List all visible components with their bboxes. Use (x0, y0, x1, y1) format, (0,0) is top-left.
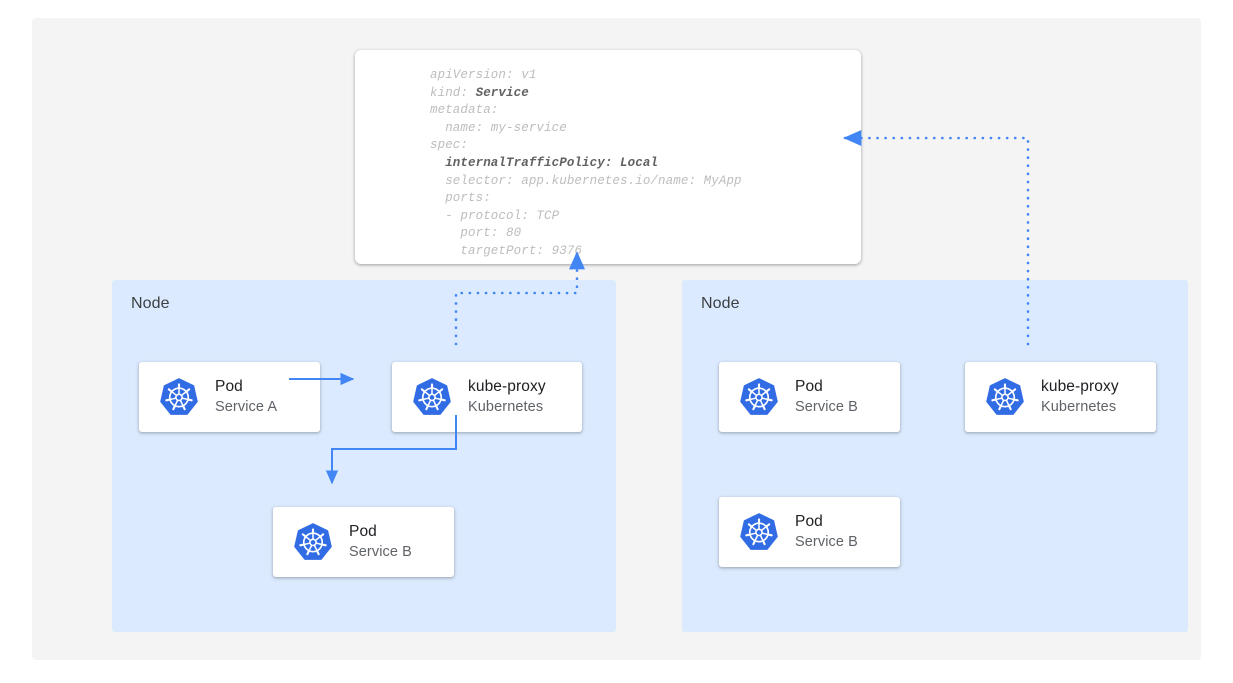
card-text: kube-proxy Kubernetes (1041, 376, 1119, 418)
card-pod-service-a[interactable]: Pod Service A (139, 362, 320, 432)
node-panel-right: Node (682, 280, 1188, 632)
card-title: Pod (795, 378, 823, 395)
card-pod-service-b-right-bottom[interactable]: Pod Service B (719, 497, 900, 567)
card-subtitle: Service A (215, 399, 278, 415)
card-kube-proxy-left[interactable]: kube-proxy Kubernetes (392, 362, 582, 432)
kubernetes-icon (158, 376, 200, 418)
card-title: kube-proxy (1041, 378, 1119, 395)
card-title: kube-proxy (468, 378, 546, 395)
card-kube-proxy-right[interactable]: kube-proxy Kubernetes (965, 362, 1156, 432)
kubernetes-icon (738, 376, 780, 418)
card-subtitle: Kubernetes (1041, 399, 1117, 415)
diagram-canvas: apiVersion: v1 kind: Service metadata: n… (32, 18, 1201, 660)
card-text: Pod Service A (215, 376, 277, 418)
card-title: Pod (795, 513, 823, 530)
card-title: Pod (215, 378, 243, 395)
card-subtitle: Kubernetes (468, 399, 544, 415)
node-label-left: Node (131, 295, 170, 312)
kubernetes-icon (292, 521, 334, 563)
card-subtitle: Service B (795, 534, 858, 550)
node-panel-left: Node (112, 280, 616, 632)
card-pod-service-b-right-top[interactable]: Pod Service B (719, 362, 900, 432)
node-label-right: Node (701, 295, 740, 312)
card-subtitle: Service B (349, 544, 412, 560)
service-manifest-card: apiVersion: v1 kind: Service metadata: n… (355, 50, 861, 264)
service-manifest-code: apiVersion: v1 kind: Service metadata: n… (430, 68, 742, 258)
card-text: Pod Service B (349, 521, 412, 563)
card-text: Pod Service B (795, 511, 858, 553)
kubernetes-icon (738, 511, 780, 553)
kubernetes-icon (984, 376, 1026, 418)
card-text: Pod Service B (795, 376, 858, 418)
kubernetes-icon (411, 376, 453, 418)
card-text: kube-proxy Kubernetes (468, 376, 546, 418)
card-pod-service-b-left[interactable]: Pod Service B (273, 507, 454, 577)
card-title: Pod (349, 523, 377, 540)
card-subtitle: Service B (795, 399, 858, 415)
